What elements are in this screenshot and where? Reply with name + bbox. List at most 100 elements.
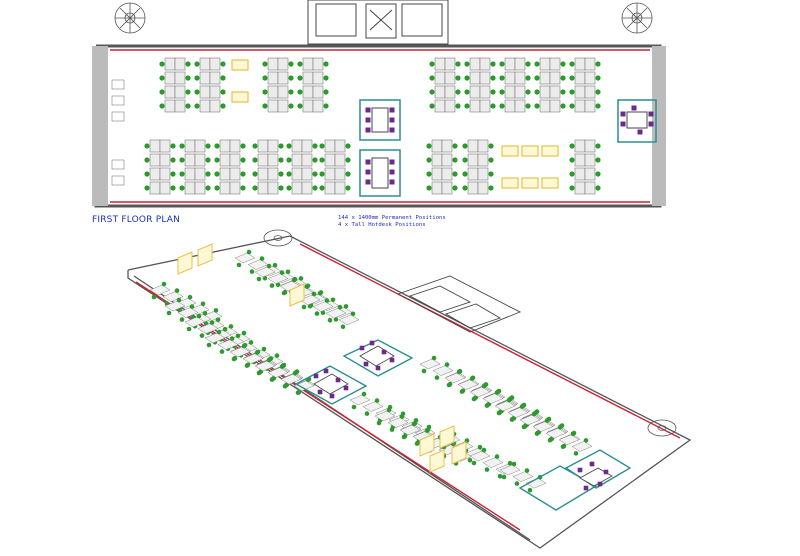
- iso-desk-row: [519, 411, 593, 456]
- desk-cluster: [464, 57, 496, 113]
- iso-meeting-chair: [359, 345, 365, 351]
- meeting-chair: [389, 107, 395, 113]
- meeting-chair: [365, 127, 371, 133]
- meeting-chair: [365, 107, 371, 113]
- iso-core-block: [396, 275, 522, 333]
- iso-desk-row: [499, 461, 547, 493]
- iso-meeting-chair: [343, 385, 349, 391]
- desk-cluster: [179, 139, 211, 195]
- hotdesk-pods: [231, 59, 559, 189]
- meeting-room-right: [617, 99, 657, 143]
- meeting-chair: [365, 179, 371, 185]
- desk-cluster: [214, 139, 246, 195]
- iso-hotdesk-pod: [197, 243, 213, 267]
- desk-cluster: [252, 139, 284, 195]
- hotdesk-pod: [521, 177, 539, 189]
- core-block: [307, 0, 449, 45]
- desk-cluster: [297, 57, 329, 113]
- plan-window-lines: [110, 49, 650, 203]
- desk-cluster: [159, 57, 191, 113]
- hotdesk-pod: [231, 91, 249, 103]
- side-furniture: [111, 175, 125, 186]
- desk-cluster: [286, 139, 318, 195]
- meeting-chair: [365, 117, 371, 123]
- iso-meeting-chair: [389, 357, 395, 363]
- desk-cluster: [194, 57, 226, 113]
- spiral-stair-left: [114, 2, 146, 34]
- iso-meeting-rooms: [294, 339, 632, 511]
- desk-cluster: [262, 57, 294, 113]
- iso-desk-row: [299, 291, 360, 330]
- meeting-chair: [389, 117, 395, 123]
- plan-note-permanent: 144 x 1400mm Permanent Positions: [338, 215, 446, 221]
- iso-hotdesk-pod: [451, 441, 467, 465]
- iso-outer-walls: [127, 235, 692, 549]
- iso-meeting-chair: [363, 361, 369, 367]
- meeting-chair: [389, 159, 395, 165]
- iso-desk-row: [254, 357, 315, 396]
- iso-meeting-chair: [577, 467, 583, 473]
- iso-meeting-chair: [335, 377, 341, 383]
- desk-cluster: [569, 139, 601, 195]
- iso-hotdesk-pod: [429, 449, 445, 473]
- iso-meeting-chair: [317, 389, 323, 395]
- iso-meeting-chair: [597, 481, 603, 487]
- iso-meeting-chair: [381, 349, 387, 355]
- iso-meeting-chair: [603, 469, 609, 475]
- desk-cluster: [569, 57, 601, 113]
- hotdesk-pod: [231, 59, 249, 71]
- iso-spiral-stairs: [263, 229, 677, 437]
- desk-cluster: [426, 139, 458, 195]
- meeting-chair: [389, 127, 395, 133]
- meeting-chairs: [365, 105, 654, 185]
- desk-cluster: [534, 57, 566, 113]
- hotdesk-pod: [521, 145, 539, 157]
- meeting-chair: [365, 159, 371, 165]
- hotdesk-pod: [501, 145, 519, 157]
- desk-cluster: [499, 57, 531, 113]
- side-furniture: [111, 111, 125, 122]
- iso-hotdesk-pod: [439, 425, 455, 449]
- hotdesk-pod: [541, 177, 559, 189]
- meeting-chair: [365, 169, 371, 175]
- plan-3d-isometric: [127, 229, 692, 549]
- iso-meeting-chair: [323, 368, 329, 374]
- meeting-chair: [389, 169, 395, 175]
- side-furniture: [111, 159, 125, 170]
- hotdesk-pod: [541, 145, 559, 157]
- desk-cluster: [319, 139, 351, 195]
- meeting-room-centre: [359, 99, 401, 197]
- plan-desk-clusters: [111, 57, 601, 195]
- meeting-chair: [648, 111, 654, 117]
- plan-note-hotdesk: 4 x Tall Hotdesk Positions: [338, 222, 426, 228]
- iso-hotdesk-pod: [177, 251, 193, 275]
- desk-cluster: [144, 139, 176, 195]
- iso-meeting-chair: [329, 393, 335, 399]
- plan-wall-hatch: [92, 46, 666, 206]
- iso-meeting-chair: [313, 373, 319, 379]
- iso-meeting-chair: [375, 365, 381, 371]
- iso-hotdesk-pods: [177, 243, 467, 473]
- plan-2d: [92, 0, 666, 208]
- meeting-chair: [620, 111, 626, 117]
- spiral-stair-right: [621, 2, 653, 34]
- meeting-chair: [389, 179, 395, 185]
- iso-meeting-chair: [583, 485, 589, 491]
- side-furniture: [111, 95, 125, 106]
- meeting-chair: [620, 121, 626, 127]
- side-furniture: [111, 79, 125, 90]
- desk-cluster: [429, 57, 461, 113]
- meeting-chair: [637, 129, 643, 135]
- iso-hotdesk-pod: [289, 283, 305, 307]
- meeting-chair: [648, 121, 654, 127]
- iso-meeting-chairs: [313, 340, 609, 491]
- meeting-chair: [631, 105, 637, 111]
- iso-meeting-chair: [589, 461, 595, 467]
- desk-cluster: [462, 139, 494, 195]
- hotdesk-pod: [501, 177, 519, 189]
- plan-title: FIRST FLOOR PLAN: [92, 215, 181, 225]
- iso-meeting-chair: [369, 340, 375, 346]
- iso-meeting-tables: [313, 345, 613, 487]
- iso-hotdesk-pod: [419, 433, 435, 457]
